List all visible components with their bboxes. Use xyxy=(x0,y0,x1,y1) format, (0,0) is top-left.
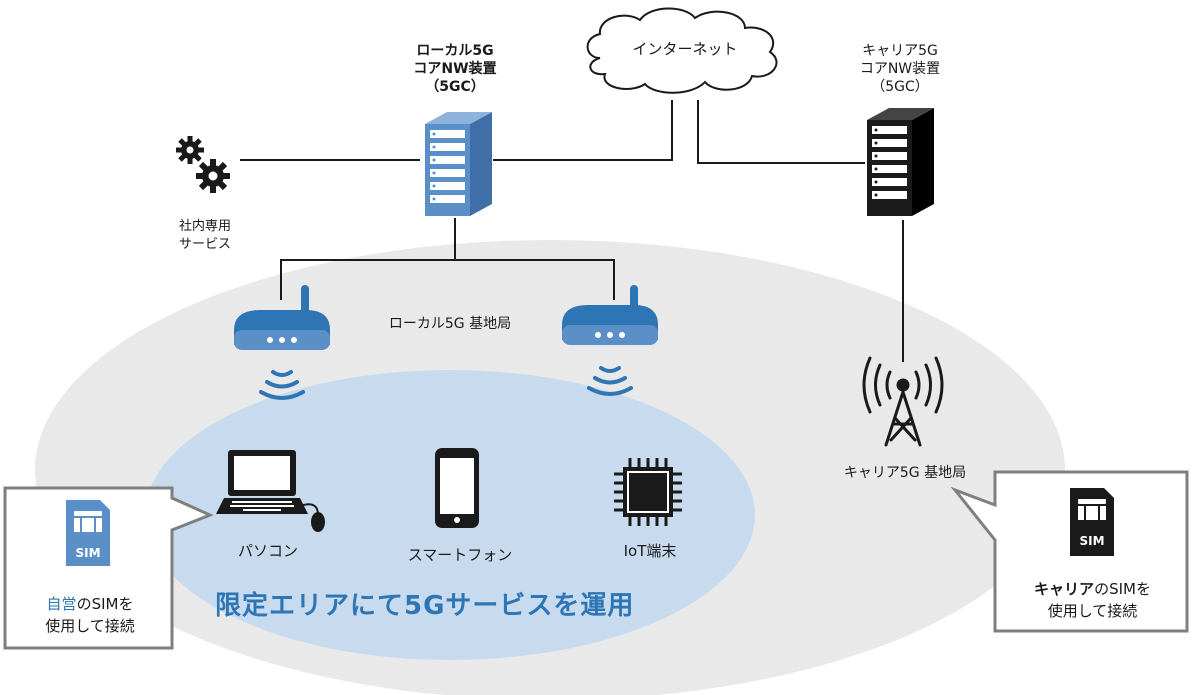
smartphone-label: スマートフォン xyxy=(407,546,513,564)
local-base-station-icon xyxy=(562,285,658,345)
left-callout xyxy=(3,486,214,650)
sim-card-icon xyxy=(1070,488,1114,556)
internal-service-line2: サービス xyxy=(178,237,231,252)
carrier-core-line2: コアNW装置 xyxy=(859,61,941,77)
sim-card-icon xyxy=(66,500,110,566)
right-sim-label: SIM xyxy=(1079,534,1105,548)
right-callout-text: キャリアのSIMを 使用して接続 xyxy=(1000,578,1185,622)
internal-service-line1: 社内専用 xyxy=(178,219,231,234)
left-callout-line2: 使用して接続 xyxy=(45,617,135,635)
left-sim-label: SIM xyxy=(75,546,101,560)
iot-label: IoT端末 xyxy=(623,542,677,560)
left-callout-line1: のSIMを xyxy=(76,595,134,613)
chip-icon xyxy=(614,458,682,526)
wireless-signal-icon xyxy=(259,370,305,400)
carrier-base-station-label: キャリア5G 基地局 xyxy=(843,465,967,481)
local-core-server-icon xyxy=(425,112,492,216)
cloud-icon xyxy=(586,7,778,94)
smartphone-icon xyxy=(435,448,479,528)
local-core-line1: ローカル5G xyxy=(416,43,494,59)
laptop-icon xyxy=(216,450,325,532)
pc-label: パソコン xyxy=(237,542,298,560)
connection-lines xyxy=(240,100,904,362)
area-caption: 限定エリアにて5Gサービスを運用 xyxy=(215,591,635,621)
internet-label: インターネット xyxy=(632,40,738,58)
right-callout-highlight: キャリア xyxy=(1034,580,1095,598)
local-core-label: ローカル5G コアNW装置 （5GC） xyxy=(390,42,520,96)
left-callout-text: 自営のSIMを 使用して接続 xyxy=(10,593,170,637)
right-callout-line2: 使用して接続 xyxy=(1047,602,1138,620)
cell-tower-icon xyxy=(862,356,944,447)
local-base-station-label: ローカル5G 基地局 xyxy=(388,316,512,332)
local-base-station-icon xyxy=(234,285,330,350)
wireless-signal-icon xyxy=(587,366,633,396)
carrier-core-line3: （5GC） xyxy=(871,79,929,95)
local-core-line3: （5GC） xyxy=(425,79,485,95)
carrier-core-server-icon xyxy=(867,108,934,216)
carrier-core-label: キャリア5G コアNW装置 （5GC） xyxy=(835,42,965,96)
gears-icon xyxy=(176,136,230,193)
right-callout-line1: のSIMを xyxy=(1094,580,1151,598)
local-core-line2: コアNW装置 xyxy=(413,61,497,77)
internal-service-label: 社内専用 サービス xyxy=(170,218,240,254)
carrier-core-line1: キャリア5G xyxy=(862,43,938,59)
left-callout-highlight: 自営 xyxy=(46,595,77,613)
